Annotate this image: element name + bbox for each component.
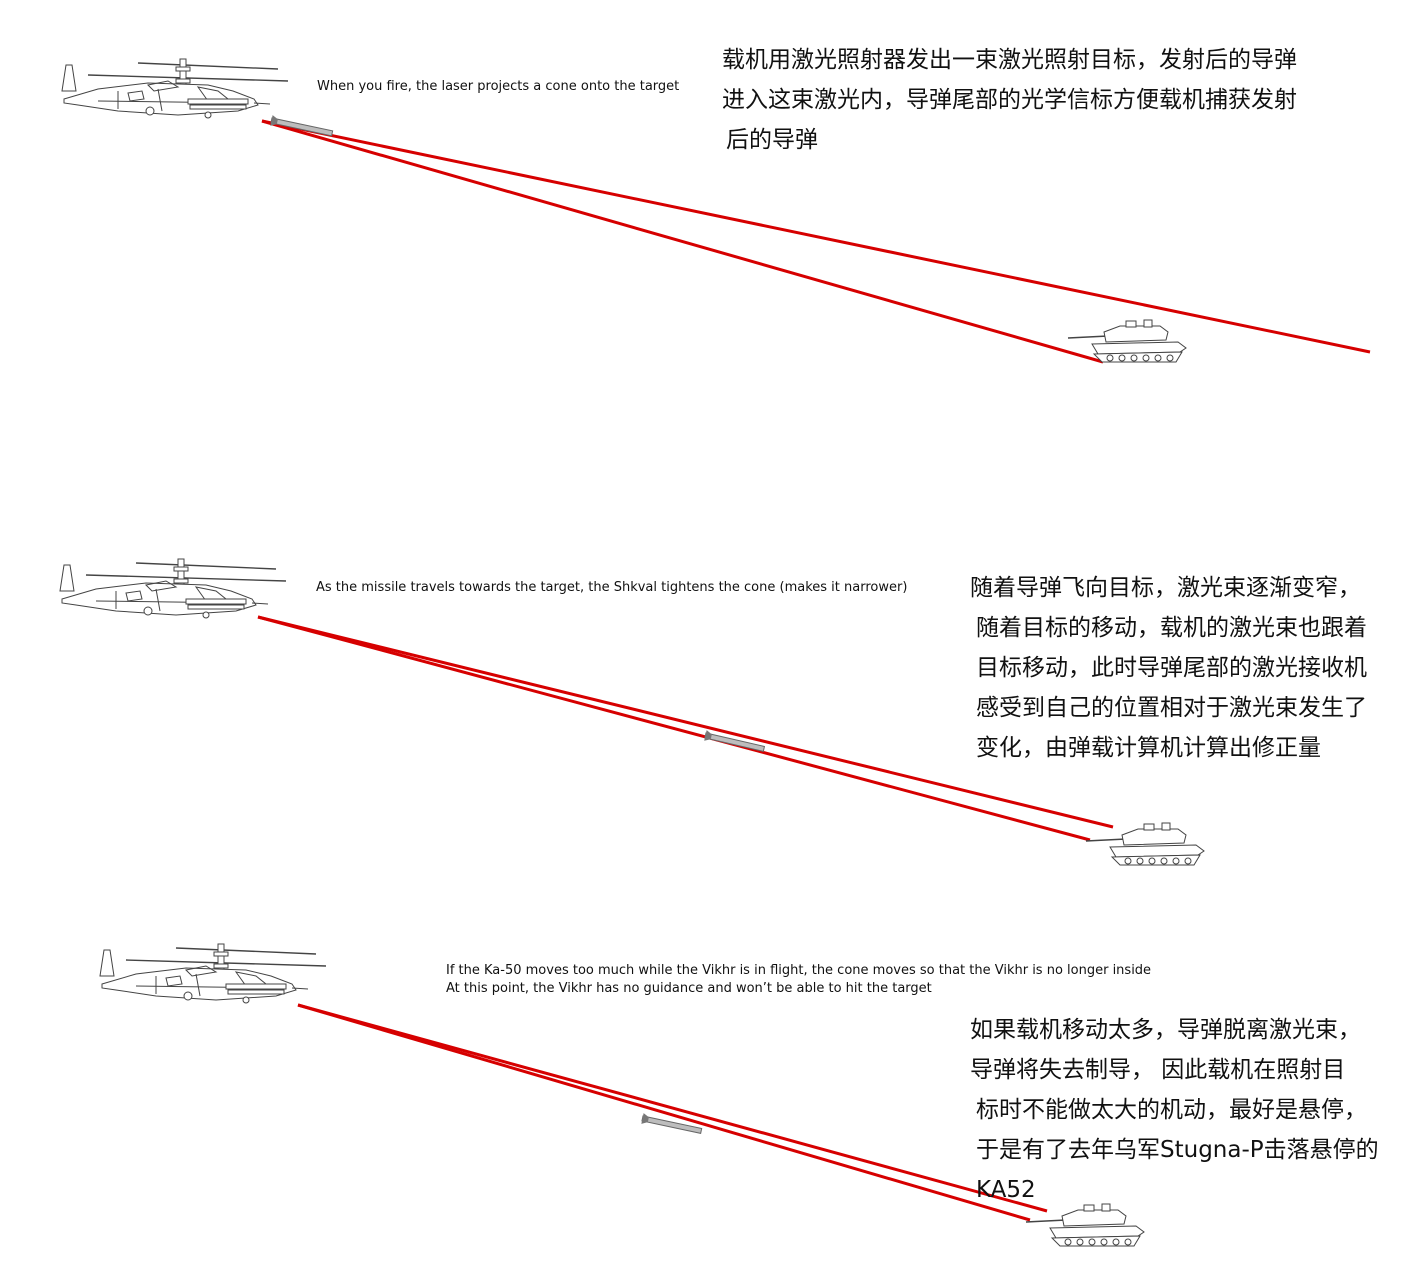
caption-zh-line: 随着导弹飞向目标，激光束逐渐变窄， — [970, 575, 1361, 601]
laser-beam-upper — [297, 1003, 1048, 1213]
caption-zh-line: 于是有了去年乌军Stugna-P击落悬停的 — [976, 1137, 1379, 1163]
panel-1-scene — [61, 58, 1371, 364]
laser-beam-lower — [257, 615, 1091, 842]
caption-zh-line: 标时不能做太大的机动，最好是悬停， — [976, 1097, 1367, 1123]
helicopter-icon — [59, 558, 287, 619]
caption-zh-line: 导弹将失去制导， 因此载机在照射目 — [970, 1057, 1346, 1083]
caption-en-line: As the missile travels towards the targe… — [316, 580, 908, 595]
panel-3: If the Ka-50 moves too much while the Vi… — [0, 900, 1403, 1280]
panel-1: When you fire, the laser projects a cone… — [0, 0, 1403, 420]
helicopter-icon — [61, 58, 289, 119]
tank-icon — [1025, 1203, 1145, 1247]
missile-icon — [641, 1113, 703, 1134]
caption-zh-line: 目标移动，此时导弹尾部的激光接收机 — [976, 655, 1367, 681]
caption-zh: 随着导弹飞向目标，激光束逐渐变窄， 随着目标的移动，载机的激光束也跟着 目标移动… — [970, 568, 1367, 768]
caption-zh-line: 进入这束激光内，导弹尾部的光学信标方便载机捕获发射 — [722, 87, 1297, 113]
caption-zh-line: 载机用激光照射器发出一束激光照射目标，发射后的导弹 — [722, 47, 1297, 73]
panel-3-scene — [99, 943, 1145, 1247]
panel-2-scene — [59, 558, 1205, 866]
panel-2: As the missile travels towards the targe… — [0, 500, 1403, 900]
caption-zh-line: 随着目标的移动，载机的激光束也跟着 — [976, 615, 1367, 641]
caption-zh-line: 变化，由弹载计算机计算出修正量 — [976, 735, 1321, 761]
caption-en: If the Ka-50 moves too much while the Vi… — [446, 962, 1151, 998]
caption-zh-line: 如果载机移动太多，导弹脱离激光束， — [970, 1017, 1361, 1043]
helicopter-icon — [99, 943, 327, 1004]
laser-beam-lower — [297, 1003, 1031, 1222]
caption-en-line: When you fire, the laser projects a cone… — [317, 79, 680, 94]
caption-zh: 如果载机移动太多，导弹脱离激光束， 导弹将失去制导， 因此载机在照射目 标时不能… — [970, 1010, 1379, 1210]
laser-beam-upper — [257, 615, 1114, 829]
tank-icon — [1067, 319, 1187, 363]
caption-zh-line: 感受到自己的位置相对于激光束发生了 — [976, 695, 1367, 721]
laser-beam-lower — [261, 119, 1104, 364]
tank-icon — [1085, 822, 1205, 866]
missile-icon — [704, 730, 766, 752]
caption-en-line: If the Ka-50 moves too much while the Vi… — [446, 963, 1152, 978]
laser-beam-upper — [261, 119, 1371, 354]
caption-zh-line: 后的导弹 — [726, 127, 818, 153]
missile-icon — [270, 115, 334, 137]
caption-zh-line: KA52 — [976, 1177, 1036, 1203]
caption-zh: 载机用激光照射器发出一束激光照射目标，发射后的导弹 进入这束激光内，导弹尾部的光… — [722, 40, 1297, 160]
caption-en: When you fire, the laser projects a cone… — [317, 78, 679, 96]
caption-en: As the missile travels towards the targe… — [316, 579, 907, 597]
caption-en-line: At this point, the Vikhr has no guidance… — [446, 981, 932, 996]
